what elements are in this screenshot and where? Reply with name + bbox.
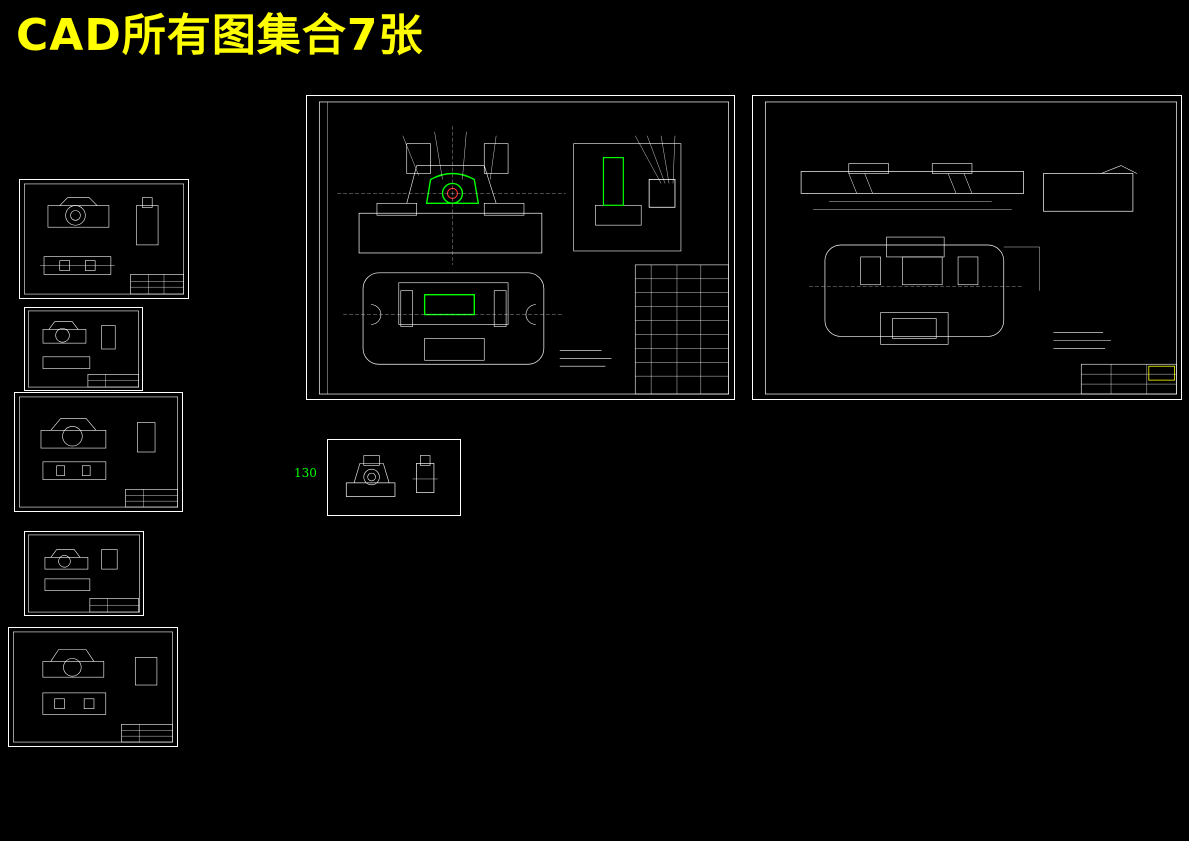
thumbnail-sheet-5[interactable] xyxy=(8,627,178,747)
thumbnail-sheet-1[interactable] xyxy=(19,179,189,299)
part-drawing-sheet[interactable] xyxy=(752,95,1182,400)
sheet-3-drawing xyxy=(19,396,178,508)
assembly-drawing-sheet[interactable] xyxy=(306,95,735,400)
page-title: CAD所有图集合7张 xyxy=(16,10,424,61)
detail-sheet[interactable] xyxy=(327,439,461,516)
thumbnail-sheet-4[interactable] xyxy=(24,531,144,616)
thumbnail-sheet-2[interactable] xyxy=(24,307,143,391)
sheet-2-drawing xyxy=(28,310,139,388)
thumbnail-sheet-3[interactable] xyxy=(14,392,183,512)
sheet-1-drawing xyxy=(24,183,184,295)
detail-drawing xyxy=(345,455,438,497)
sheet-4-drawing xyxy=(28,534,140,613)
part-drawing xyxy=(764,101,1177,395)
sheet-5-drawing xyxy=(13,631,173,743)
dimension-label: 130 xyxy=(294,466,317,480)
assembly-drawing xyxy=(318,101,729,395)
